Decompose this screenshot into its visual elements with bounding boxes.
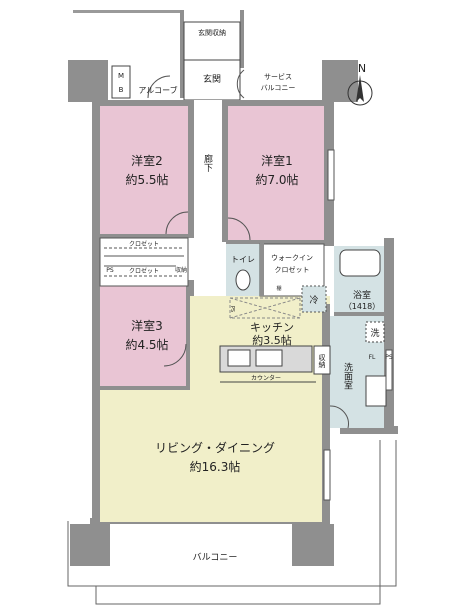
toilet-name: トイレ xyxy=(231,255,255,264)
room-western3 xyxy=(100,286,186,390)
living-size: 約16.3帖 xyxy=(190,459,241,474)
entrance-structure xyxy=(73,10,244,101)
entrance-storage-name: 玄関収納 xyxy=(198,28,226,37)
door-swings xyxy=(147,69,349,429)
counter-label: カウンター xyxy=(251,374,281,382)
closet-lower-label: クロゼット xyxy=(129,267,159,275)
mb-label-2: B xyxy=(119,86,124,94)
mb-box xyxy=(111,65,131,99)
mb-label-1: M xyxy=(118,72,124,80)
washroom-name: 洗面室 xyxy=(342,361,353,389)
fridge-space xyxy=(301,285,327,313)
fridge-label: 冷 xyxy=(309,294,318,306)
kitchen-size: 約3.5帖 xyxy=(252,333,292,347)
living-name: リビング・ダイニング xyxy=(155,440,275,455)
corridor-area xyxy=(194,100,222,296)
room-western2 xyxy=(100,106,188,236)
shelf-label: 棚 xyxy=(276,285,281,292)
closet-area xyxy=(99,237,189,287)
washbasin xyxy=(365,375,387,407)
corridor-name: 廊下 xyxy=(202,153,213,173)
washer-space xyxy=(365,321,385,343)
ps-vertical-label: PS xyxy=(229,306,235,312)
service-balcony-line1: サービス xyxy=(264,72,292,81)
western1-name: 洋室1 xyxy=(261,153,293,168)
bath-size: （1418） xyxy=(344,302,380,311)
western2-name: 洋室2 xyxy=(131,153,163,168)
kitchen-name: キッチン xyxy=(250,321,294,334)
western3-name: 洋室3 xyxy=(131,318,163,333)
western2-size: 約5.5帖 xyxy=(125,172,168,187)
entrance-name: 玄関 xyxy=(203,73,221,85)
storage-left-label: 収納 xyxy=(175,266,187,274)
washer-label: 洗 xyxy=(370,327,379,339)
walkin-line2: クロゼット xyxy=(275,265,310,274)
kitchen-storage xyxy=(313,345,331,375)
alcove-name: アルコーブ xyxy=(138,85,177,95)
bath-name: 浴室 xyxy=(353,289,371,301)
room-western1 xyxy=(226,106,324,240)
western1-size: 約7.0帖 xyxy=(255,172,298,187)
service-balcony-line2: バルコニー xyxy=(261,84,296,92)
ps-right-label: PS xyxy=(385,354,393,361)
storage-kitchen-label: 収納 xyxy=(318,354,326,369)
western3-size: 約4.5帖 xyxy=(125,337,168,352)
compass-north-label: N xyxy=(358,62,366,75)
balcony-name: バルコニー xyxy=(193,552,238,563)
ldk-right-wall xyxy=(322,304,330,522)
closet-upper-label: クロゼット xyxy=(129,240,159,248)
ps-left-label: PS xyxy=(106,267,114,274)
walkin-line1: ウォークイン xyxy=(271,254,313,262)
toilet-bowl xyxy=(235,269,251,291)
compass: N xyxy=(347,62,373,106)
kitchen-counter xyxy=(219,345,316,383)
fl-label: FL xyxy=(369,354,376,361)
bathtub xyxy=(339,249,381,277)
windows xyxy=(323,149,393,501)
